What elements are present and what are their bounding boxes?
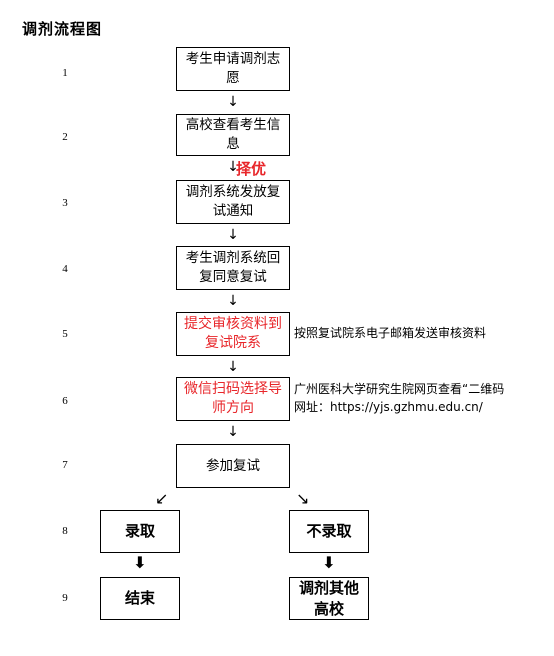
flow-box-review-info: 高校查看考生信息 — [176, 114, 290, 156]
diagram-title: 调剂流程图 — [22, 20, 103, 38]
branch-arrow-right: ↘ — [296, 489, 310, 508]
down-arrow: ↓ — [227, 227, 239, 243]
flow-box-end: 结束 — [100, 577, 180, 620]
flow-box-apply: 考生申请调剂志愿 — [176, 47, 290, 91]
step-number: 5 — [62, 328, 68, 340]
flow-box-send-notice: 调剂系统发放复试通知 — [176, 180, 290, 224]
flow-box-submit-materials: 提交审核资料到复试院系 — [176, 312, 290, 356]
down-arrow: ⬇ — [133, 553, 147, 572]
step-number: 9 — [62, 592, 68, 604]
step-number: 4 — [62, 263, 68, 275]
down-arrow: ↓ — [227, 159, 239, 175]
down-arrow: ⬇ — [322, 553, 336, 572]
flow-box-not-admit: 不录取 — [289, 510, 369, 553]
down-arrow: ↓ — [227, 293, 239, 309]
step-number: 8 — [62, 525, 68, 537]
down-arrow: ↓ — [227, 94, 239, 110]
step-number: 3 — [62, 197, 68, 209]
flow-box-admit: 录取 — [100, 510, 180, 553]
note-website-line2: 网址：https://yjs.gzhmu.edu.cn/ — [294, 400, 483, 414]
flow-box-label: 提交审核资料到复试院系 — [184, 316, 282, 351]
flow-box-attend-retest: 参加复试 — [176, 444, 290, 488]
step-number: 1 — [62, 67, 68, 79]
flow-box-label: 高校查看考生信息 — [185, 117, 281, 152]
flow-box-label: 调剂系统发放复试通知 — [185, 184, 281, 219]
flow-box-label: 参加复试 — [206, 457, 260, 474]
down-arrow: ↓ — [227, 424, 239, 440]
flow-box-label: 微信扫码选择导师方向 — [184, 381, 282, 416]
flow-box-label: 不录取 — [306, 522, 352, 540]
flow-box-reply-agree: 考生调剂系统回复同意复试 — [176, 246, 290, 290]
flow-box-label: 考生调剂系统回复同意复试 — [185, 250, 281, 285]
down-arrow: ↓ — [227, 359, 239, 375]
flow-box-label: 录取 — [124, 522, 155, 540]
branch-arrow-left: ↙ — [155, 489, 169, 508]
flow-box-label: 结束 — [124, 589, 155, 607]
flow-box-label: 考生申请调剂志愿 — [185, 51, 281, 86]
step-number: 7 — [62, 459, 68, 471]
step-number: 6 — [62, 395, 68, 407]
step-number: 2 — [62, 131, 68, 143]
flow-box-scan-qr: 微信扫码选择导师方向 — [176, 377, 290, 421]
note-email-materials: 按照复试院系电子邮箱发送审核资料 — [294, 326, 487, 340]
select-best-label: 择优 — [236, 160, 267, 178]
flow-box-other-schools: 调剂其他高校 — [289, 577, 369, 620]
flow-box-label: 调剂其他高校 — [298, 578, 359, 618]
note-website-line1: 广州医科大学研究生院网页查看“二维码 — [294, 382, 505, 396]
